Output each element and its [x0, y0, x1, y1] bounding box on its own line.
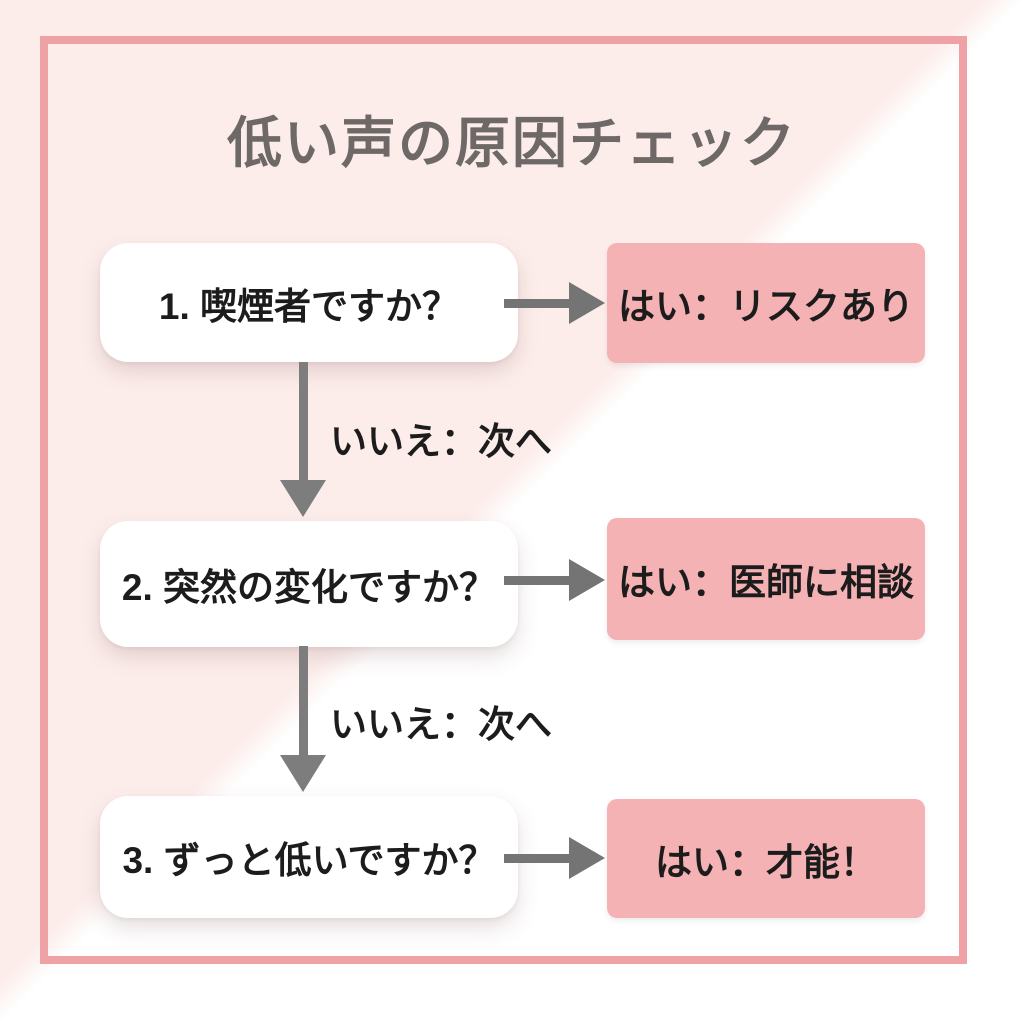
- question-box-1: 1. 喫煙者ですか？: [100, 243, 518, 362]
- arrow-head: [569, 559, 605, 601]
- no-connector-label-2: いいえ：次へ: [330, 704, 552, 745]
- question-box-3: 3. ずっと低いですか？: [100, 796, 518, 918]
- arrow-shaft: [298, 646, 308, 755]
- arrow-head: [280, 755, 326, 792]
- question-3-label: 3. ずっと低いですか？: [122, 840, 496, 881]
- arrow-right-icon: [504, 559, 605, 601]
- answer-1-label: はい：リスクあり: [618, 286, 914, 327]
- arrow-right-icon: [504, 837, 605, 879]
- question-box-2: 2. 突然の変化ですか？: [100, 521, 518, 647]
- arrow-head: [280, 480, 326, 517]
- question-1-label: 1. 喫煙者ですか？: [158, 285, 460, 327]
- frame-border: [40, 36, 967, 964]
- answer-3-label: はい：才能！: [655, 841, 877, 883]
- page-title: 低い声の原因チェック: [226, 112, 797, 174]
- question-2-label: 2. 突然の変化ですか？: [121, 567, 497, 608]
- answer-box-1: はい：リスクあり: [607, 243, 925, 363]
- answer-2-label: はい：医師に相談: [618, 562, 914, 603]
- no-connector-label-1: いいえ：次へ: [330, 421, 552, 462]
- answer-box-3: はい：才能！: [607, 799, 925, 918]
- arrow-down-icon: [280, 646, 326, 792]
- answer-box-2: はい：医師に相談: [607, 518, 925, 640]
- arrow-right-icon: [504, 282, 605, 324]
- arrow-down-icon: [280, 362, 326, 517]
- arrow-shaft: [504, 575, 569, 585]
- arrow-head: [569, 837, 605, 879]
- arrow-shaft: [504, 298, 569, 308]
- arrow-head: [569, 282, 605, 324]
- arrow-shaft: [298, 362, 308, 480]
- arrow-shaft: [504, 853, 569, 863]
